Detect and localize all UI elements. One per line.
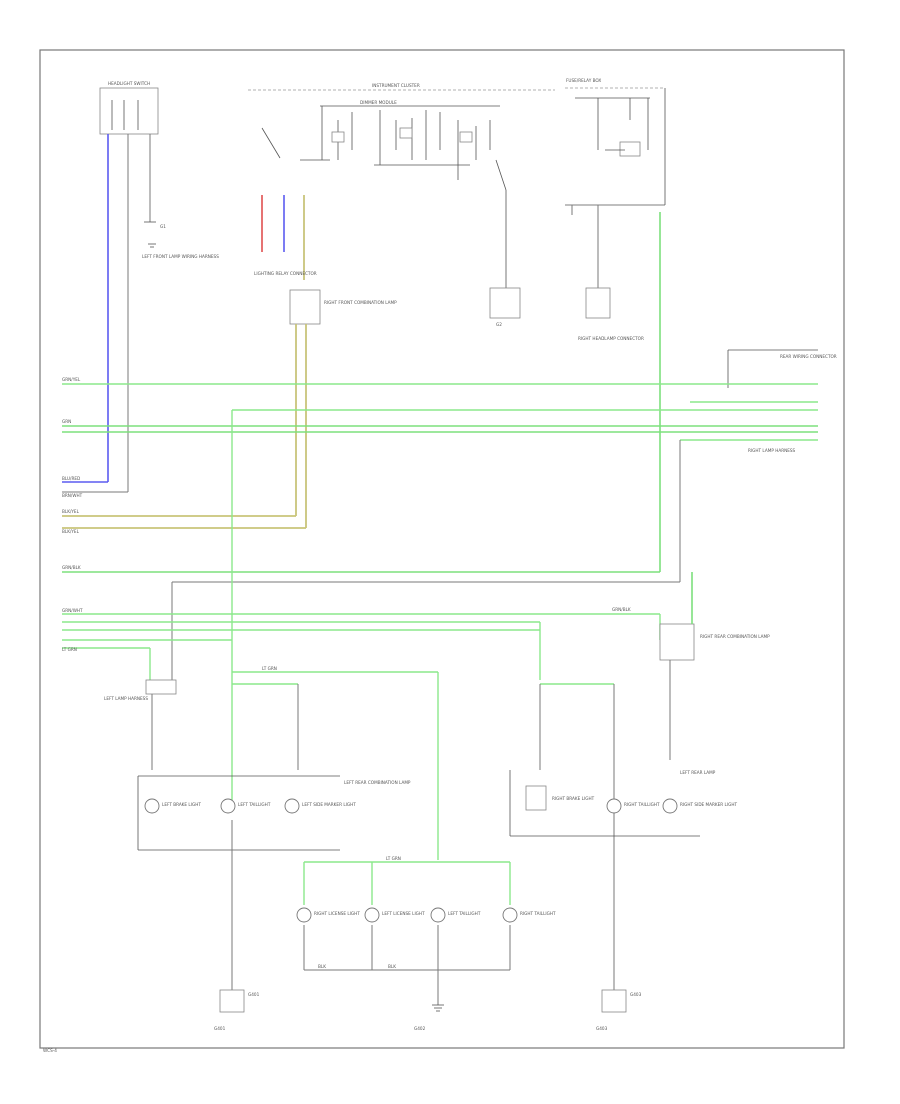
ground-left-label: G401 xyxy=(214,1026,226,1031)
lamp-label-3: LEFT SIDE MARKER LIGHT xyxy=(302,802,356,807)
ground-left-id: G401 xyxy=(248,992,260,997)
fuse-box-label: FUSE/RELAY BOX xyxy=(566,78,601,83)
lamp-icon xyxy=(220,798,236,814)
left-rear-combo-label: LEFT REAR COMBINATION LAMP xyxy=(344,780,411,785)
ground-center-label: G402 xyxy=(414,1026,426,1031)
lamp-icon xyxy=(606,798,622,814)
junction-right-label: RIGHT HEADLAMP CONNECTOR xyxy=(578,336,644,341)
lamp-icon xyxy=(430,907,446,923)
wire-label-6: BLK/YEL xyxy=(62,529,80,534)
wire-label-10: LT GRN xyxy=(262,666,277,671)
relay-internals xyxy=(565,88,666,206)
lamp-label-2: LEFT TAILLIGHT xyxy=(238,802,271,807)
right-combo-label: RIGHT FRONT COMBINATION LAMP xyxy=(324,300,397,305)
ground-icon-center: G402 xyxy=(414,1004,444,1031)
wire-label-9: LT GRN xyxy=(62,647,77,652)
relay-connector xyxy=(585,287,611,319)
ground-box-left: G401 G401 xyxy=(214,989,260,1031)
wire-label-1: GRN/YEL xyxy=(62,377,81,382)
lamp-label-1: LEFT BRAKE LIGHT xyxy=(162,802,201,807)
lamp-icon xyxy=(284,798,300,814)
right-rear-combo-label: RIGHT REAR COMBINATION LAMP xyxy=(700,634,770,639)
dimmer-module-label: DIMMER MODULE xyxy=(360,100,397,105)
ground-icon xyxy=(148,243,156,248)
right-bulb-group-label: LEFT REAR LAMP xyxy=(680,770,716,775)
lamp-icon xyxy=(502,907,518,923)
page-label: WCS-4 xyxy=(43,1048,57,1053)
headlight-switch: HEADLIGHT SWITCH xyxy=(99,81,159,135)
headlight-switch-label: HEADLIGHT SWITCH xyxy=(108,81,150,86)
wire-label-3: BLU/RED xyxy=(62,476,80,481)
wire-label-11: GRN/BLK xyxy=(612,607,631,612)
lamp-label-10: RIGHT TAILLIGHT xyxy=(520,911,556,916)
wire-label-5: BLK/YEL xyxy=(62,509,80,514)
ground-g2-label: G2 xyxy=(496,322,502,327)
ground-g2-box xyxy=(489,287,521,319)
lamp-label-4: RIGHT BRAKE LIGHT xyxy=(552,796,595,801)
lamp-label-6: RIGHT SIDE MARKER LIGHT xyxy=(680,802,738,807)
junction-left-label: LEFT FRONT LAMP WIRING HARNESS xyxy=(142,254,219,259)
wire-label-8: GRN/WHT xyxy=(62,608,83,613)
left-connector-label: LEFT LAMP HARNESS xyxy=(104,696,148,701)
diagram-frame xyxy=(39,49,845,1049)
lamp-icon xyxy=(144,798,160,814)
left-connector xyxy=(145,679,177,695)
wire-label-2: GRN xyxy=(62,419,71,424)
ground-right-id: G403 xyxy=(630,992,642,997)
instrument-cluster-label: INSTRUMENT CLUSTER xyxy=(372,83,420,88)
lamp-icon xyxy=(296,907,312,923)
wire-label-7: GRN/BLK xyxy=(62,565,81,570)
right-connector-label: RIGHT LAMP HARNESS xyxy=(748,448,796,453)
lamp-icon xyxy=(364,907,380,923)
ground-g1-label: G1 xyxy=(160,224,166,229)
cluster-circuits: DIMMER MODULE xyxy=(261,100,500,180)
lamp-label-9: LEFT TAILLIGHT xyxy=(448,911,481,916)
license-connector-label: REAR WIRING CONNECTOR xyxy=(780,354,837,359)
wire-label-4: BRN/WHT xyxy=(62,493,83,498)
wire-label-12: LT GRN xyxy=(386,856,401,861)
wire-label-13: BLK xyxy=(318,964,326,969)
right-relay xyxy=(659,623,695,661)
ground-right-label: G403 xyxy=(596,1026,608,1031)
ground-box-right: G403 G403 xyxy=(596,989,642,1031)
wire-label-14: BLK xyxy=(388,964,396,969)
lamp-label-8: LEFT LICENSE LIGHT xyxy=(382,911,425,916)
lamp-socket xyxy=(525,785,547,811)
lamp-icon xyxy=(662,798,678,814)
lighting-relay-label: LIGHTING RELAY CONNECTOR xyxy=(254,271,317,276)
lamp-label-7: RIGHT LICENSE LIGHT xyxy=(314,911,360,916)
lighting-module xyxy=(289,289,321,325)
lamp-label-5: RIGHT TAILLIGHT xyxy=(624,802,660,807)
